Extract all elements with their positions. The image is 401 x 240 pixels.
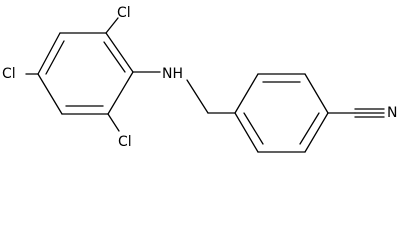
ring1-double-1 xyxy=(103,41,126,73)
ring1-bond-5 xyxy=(37,32,61,75)
ring2-bond-4 xyxy=(304,112,329,153)
ring1-bond-1 xyxy=(105,32,134,73)
ring1-bond-2 xyxy=(107,71,134,115)
ring2-double-3 xyxy=(243,112,264,145)
bond-nh-ch2 xyxy=(186,79,209,114)
atom-label-cl-left: Cl xyxy=(2,66,16,82)
benzonitrile-ring xyxy=(234,73,329,153)
bond-cl-top xyxy=(105,17,119,34)
ring2-bond-3 xyxy=(304,73,329,114)
ring1-double-3 xyxy=(45,40,65,75)
atom-label-cl-top: Cl xyxy=(117,5,131,21)
ring2-bond-1 xyxy=(234,73,259,114)
structure-canvas: Cl Cl Cl NH N xyxy=(2,5,398,153)
ring1-bond-4 xyxy=(37,73,63,115)
atom-label-n-nitrile: N xyxy=(387,105,397,121)
bond-cl-bottom xyxy=(107,113,120,132)
atom-label-cl-bottom: Cl xyxy=(118,134,132,150)
trichlorophenyl-ring xyxy=(37,32,134,115)
molecule-structure: Cl Cl Cl NH N xyxy=(2,5,397,153)
atom-label-nh: NH xyxy=(162,66,183,82)
nitrile-triple-bond xyxy=(327,108,385,118)
ring2-double-2 xyxy=(299,112,320,145)
ring2-bond-6 xyxy=(234,112,259,153)
